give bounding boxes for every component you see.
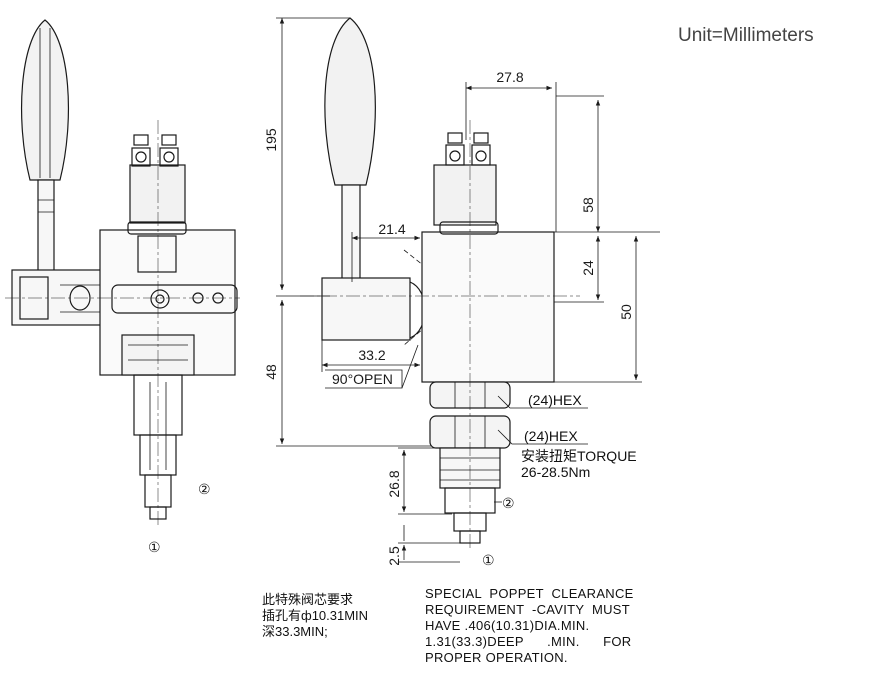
dim-48: 48	[263, 364, 279, 380]
hex-lower-label: (24)HEX	[524, 428, 578, 444]
dim-27-8: 27.8	[496, 69, 523, 85]
unit-label: Unit=Millimeters	[678, 25, 814, 46]
note-english: SPECIAL POPPET CLEARANCE REQUIREMENT -CA…	[425, 586, 675, 666]
front-top-coil	[129, 164, 186, 224]
side-top-coil	[433, 164, 497, 226]
note-en-line: PROPER OPERATION.	[425, 650, 568, 665]
dim-24: 24	[580, 260, 596, 276]
dim-50: 50	[618, 304, 634, 320]
note-cn-line: 插孔有ф10.31MIN	[262, 608, 369, 623]
hex-upper-label: (24)HEX	[528, 392, 582, 408]
note-en-line: HAVE .406(10.31)DIA.MIN.	[425, 618, 590, 633]
front-handle-knob	[20, 19, 70, 181]
dim-33-2: 33.2	[358, 347, 385, 363]
note-cn-line: 深33.3MIN;	[262, 624, 328, 639]
front-lever-shaft	[11, 269, 113, 326]
side-lever	[321, 277, 411, 341]
open-angle-label: 90°OPEN	[332, 371, 393, 387]
torque-value: 26-28.5Nm	[521, 464, 591, 480]
front-port-1-symbol: ①	[148, 539, 161, 555]
side-body-block	[421, 231, 555, 383]
note-chinese: 此特殊阀芯要求 插孔有ф10.31MIN 深33.3MIN;	[262, 592, 422, 640]
note-en-line: REQUIREMENT -CAVITY MUST	[425, 602, 630, 617]
side-port-2-symbol: ②	[502, 495, 515, 511]
dim-195: 195	[263, 128, 279, 152]
side-port-1-symbol: ①	[482, 552, 495, 568]
note-en-line: SPECIAL POPPET CLEARANCE	[425, 586, 634, 601]
front-view	[5, 19, 240, 525]
side-view	[300, 17, 580, 548]
note-en-line: 1.31(33.3)DEEP .MIN. FOR	[425, 634, 632, 649]
dim-26-8: 26.8	[386, 470, 402, 497]
dim-21-4: 21.4	[378, 221, 405, 237]
side-handle-knob	[324, 17, 376, 186]
note-cn-line: 此特殊阀芯要求	[262, 592, 354, 607]
dim-2-5: 2.5	[386, 546, 402, 566]
front-port-2-symbol: ②	[198, 481, 211, 497]
torque-label: 安装扭矩TORQUE	[521, 448, 637, 464]
dim-58: 58	[580, 197, 596, 213]
dimension-lines	[276, 17, 660, 563]
side-handle-stem	[341, 184, 361, 281]
